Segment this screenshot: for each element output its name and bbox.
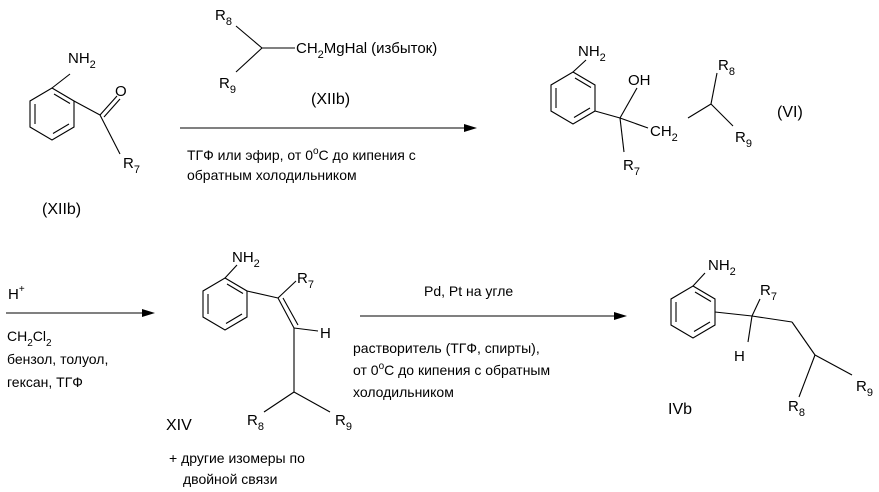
- ketone-structure: NH2 O R7 (XIIb): [30, 50, 140, 218]
- chain-bond: [752, 316, 792, 322]
- step1-conditions-line2: обратным холодильником: [187, 167, 357, 183]
- grignard-skeleton: [236, 26, 295, 48]
- hydroxyl-label: OH: [628, 72, 651, 89]
- acid-label: H+: [8, 284, 25, 303]
- r9-bond: [815, 355, 852, 375]
- reaction-arrow-2: [6, 309, 155, 317]
- r7-bond: [620, 118, 624, 152]
- step2-solvent-2: бензол, толуол,: [7, 351, 108, 367]
- r9-label: R9: [735, 129, 752, 150]
- amino-bond: [693, 273, 705, 286]
- r9-label: R9: [335, 412, 352, 433]
- r7-label: R7: [297, 270, 314, 291]
- alcohol-structure: NH2 OH CH2 R7 R8 R9 (VI): [551, 43, 803, 178]
- r8-bond: [799, 355, 815, 397]
- amino-label: NH2: [578, 43, 606, 64]
- h-label: H: [320, 325, 331, 342]
- benzene-ring: [551, 72, 595, 124]
- r7-label: R7: [623, 157, 640, 178]
- aromatic-double-bond: [53, 124, 69, 134]
- step3-conditions-line3: холодильником: [353, 384, 454, 400]
- r8-label: R8: [788, 398, 805, 419]
- ch2-label: CH2: [650, 123, 678, 144]
- h-label: H: [734, 348, 745, 365]
- r7-label: R7: [123, 155, 140, 176]
- r7-bond: [100, 115, 120, 154]
- amino-label: NH2: [708, 257, 736, 278]
- vinyl-bond: [247, 291, 278, 298]
- chain-bond: [688, 104, 711, 118]
- step1-conditions-line1: ТГФ или эфир, от 0oC до кипения с: [187, 146, 416, 163]
- amino-bond: [225, 265, 237, 278]
- product-structure: NH2 R7 H R8 R9 IVb: [668, 257, 873, 419]
- chain-bond: [792, 322, 815, 355]
- benzene-ring: [30, 88, 74, 140]
- aromatic-double-bond: [54, 94, 70, 104]
- aromatic-double-bond: [226, 314, 242, 324]
- aromatic-double-bond: [574, 108, 590, 118]
- amino-bond: [573, 60, 586, 72]
- alkene-name: XIV: [166, 417, 192, 434]
- product-name: IVb: [668, 401, 692, 418]
- carbonyl-carbon-bond: [74, 101, 100, 115]
- ketone-name: (XIIb): [42, 201, 81, 218]
- h-bond: [294, 328, 318, 331]
- r7-bond: [278, 281, 296, 298]
- benzene-ring: [203, 278, 247, 330]
- step2-solvent-3: гексан, ТГФ: [7, 374, 83, 390]
- isomer-note-line1: + другие изомеры по: [169, 450, 305, 466]
- reaction-arrow-3: [360, 312, 627, 320]
- grignard-name: (XIIb): [311, 91, 350, 108]
- alcohol-name: (VI): [777, 104, 803, 121]
- grignard-r8-label: R8: [215, 7, 232, 28]
- amino-bond: [52, 74, 70, 88]
- benzene-ring: [671, 286, 715, 338]
- r7-label: R7: [760, 282, 777, 303]
- step3-catalyst: Pd, Pt на угле: [424, 283, 513, 299]
- r9-bond: [711, 104, 733, 126]
- r7-bond: [752, 299, 760, 316]
- r8-label: R8: [718, 57, 735, 78]
- amino-label: NH2: [232, 249, 260, 270]
- r9-bond: [294, 392, 330, 412]
- carbinol-bond: [595, 111, 620, 118]
- step3-conditions-line1: растворитель (ТГФ, спирты),: [353, 340, 540, 356]
- r8-label: R8: [247, 412, 264, 433]
- oh-bond: [620, 88, 637, 118]
- grignard-r9-label: R9: [219, 75, 236, 96]
- r8-bond: [711, 73, 717, 104]
- aromatic-double-bond: [575, 78, 591, 88]
- amino-label: NH2: [68, 50, 96, 71]
- aromatic-double-bond: [695, 292, 711, 302]
- aromatic-double-bond: [694, 322, 710, 332]
- r9-label: R9: [856, 378, 873, 399]
- grignard-structure: R8 R9 CH2MgHal(избыток) (XIIb): [215, 7, 437, 108]
- isomer-note-line2: двойной связи: [183, 471, 277, 487]
- alkene-structure: NH2 R7 H R8 R9 XIV + другие изомеры по д…: [166, 249, 352, 487]
- reaction-arrow-1: [180, 124, 477, 132]
- grignard-formula: CH2MgHal(избыток): [296, 40, 437, 61]
- ch2-bond: [620, 118, 648, 128]
- aromatic-double-bond: [227, 284, 243, 294]
- h-bond: [748, 316, 752, 342]
- step3-conditions-line2: от 0oC до кипения с обратным: [353, 361, 550, 378]
- chain-bond: [715, 312, 752, 316]
- r8-bond: [264, 392, 294, 412]
- step2-solvent-1: CH2Cl2: [7, 328, 52, 349]
- oxygen-label: O: [115, 83, 127, 100]
- grignard-r9-bond: [236, 48, 262, 72]
